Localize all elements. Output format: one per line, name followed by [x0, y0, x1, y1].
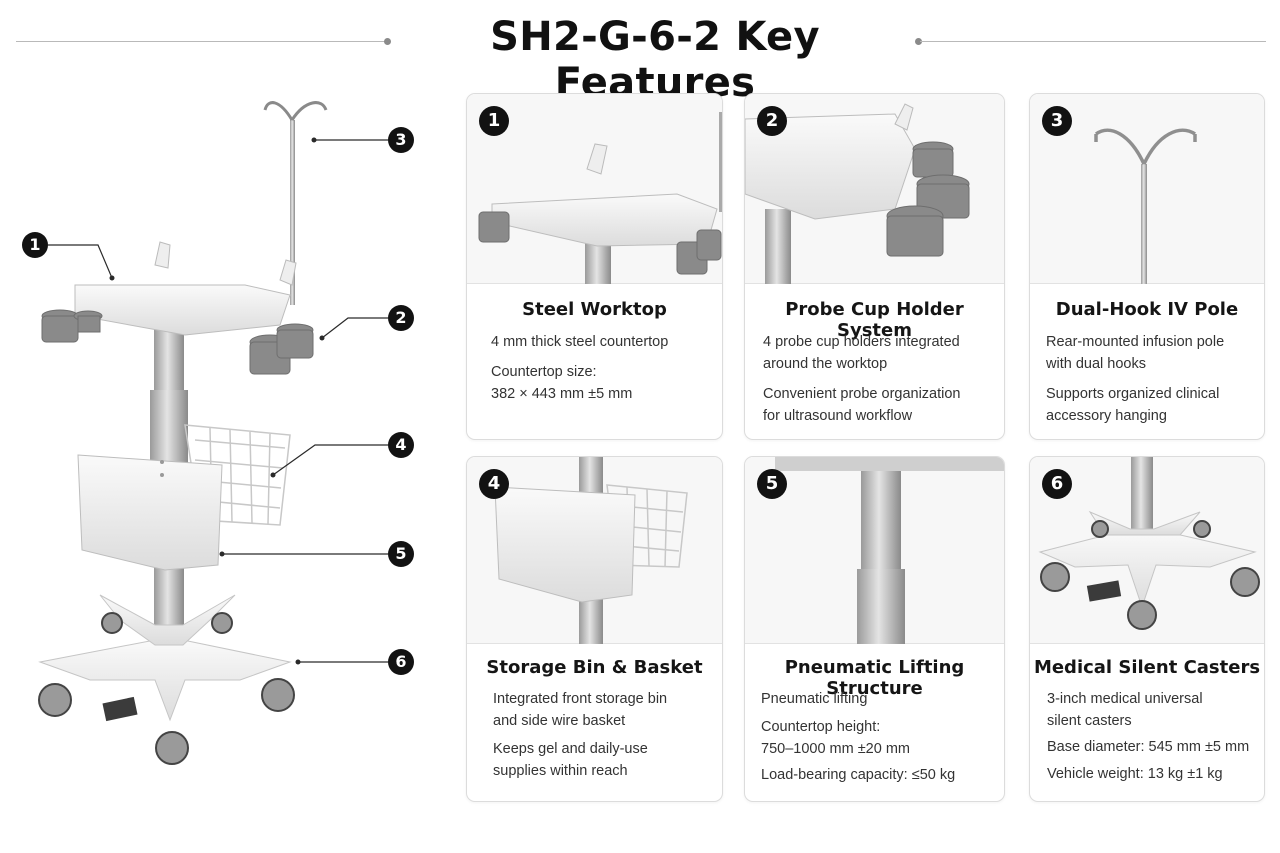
title-rule-dot-left	[384, 38, 391, 45]
feature-line: Load-bearing capacity: ≤50 kg	[761, 767, 956, 783]
feature-line: Vehicle weight: 13 kg ±1 kg	[1047, 766, 1223, 782]
feature-card-iv-pole: 3 Dual-Hook IV Pole Rear-mounted infusio…	[1029, 93, 1265, 440]
feature-badge: 3	[1042, 106, 1072, 136]
feature-badge: 5	[757, 469, 787, 499]
feature-card-probe-cup-holder: 2 Probe Cup Holder System 4 probe cup ho…	[744, 93, 1005, 440]
feature-image-storage-bin	[467, 457, 722, 644]
feature-card-casters: 6 Medical Silent Casters 3-inch medical …	[1029, 456, 1265, 802]
feature-badge: 4	[479, 469, 509, 499]
page-title: SH2-G-6-2 Key Features	[490, 14, 820, 106]
feature-title: Medical Silent Casters	[1033, 657, 1261, 678]
feature-line: Pneumatic lifting	[761, 691, 868, 707]
callout-badge-1: 1	[22, 232, 48, 258]
feature-title: Steel Worktop	[522, 299, 667, 320]
feature-title: Dual-Hook IV Pole	[1055, 299, 1239, 320]
cart-illustration: 1 3 2 4 5 6	[0, 80, 460, 853]
feature-badge: 6	[1042, 469, 1072, 499]
feature-card-steel-worktop: 1 Steel Worktop 4 mm thick steel counter…	[466, 93, 723, 440]
feature-image-worktop	[467, 94, 722, 284]
feature-badge: 2	[757, 106, 787, 136]
feature-line: Rear-mounted infusion pole with dual hoo…	[1046, 334, 1225, 372]
callout-badge-4: 4	[388, 432, 414, 458]
title-rule-left	[16, 41, 386, 42]
feature-line: 4 probe cup holders integrated around th…	[763, 334, 960, 372]
feature-line: Countertop height: 750–1000 mm ±20 mm	[761, 719, 911, 757]
feature-title: Pneumatic Lifting Structure	[784, 657, 965, 699]
feature-line: Supports organized clinical accessory ha…	[1046, 386, 1220, 424]
feature-line: Base diameter: 545 mm ±5 mm	[1047, 739, 1250, 755]
feature-card-pneumatic-lifting: 5 Pneumatic Lifting Structure Pneumatic …	[744, 456, 1005, 802]
feature-card-storage-bin: 4 Storage Bin & Basket Integrated front …	[466, 456, 723, 802]
callout-badge-5: 5	[388, 541, 414, 567]
feature-line: Countertop size: 382 × 443 mm ±5 mm	[491, 364, 633, 402]
callout-badge-3: 3	[388, 127, 414, 153]
feature-line: Convenient probe organization for ultras…	[763, 386, 961, 424]
feature-image-probe-cups	[745, 94, 1004, 284]
title-row: SH2-G-6-2 Key Features	[0, 0, 1280, 106]
feature-line: 4 mm thick steel countertop	[491, 334, 669, 350]
feature-badge: 1	[479, 106, 509, 136]
ultrasound-cart-image	[38, 101, 388, 765]
feature-title: Probe Cup Holder System	[785, 299, 964, 341]
title-rule-dot-right	[915, 38, 922, 45]
feature-line: Integrated front storage bin and side wi…	[493, 691, 668, 729]
feature-title: Storage Bin & Basket	[486, 657, 703, 678]
title-rule-right	[920, 41, 1266, 42]
callout-badge-2: 2	[388, 305, 414, 331]
feature-image-lifting-column	[745, 457, 1004, 644]
callout-badge-6: 6	[388, 649, 414, 675]
feature-line: 3-inch medical universal silent casters	[1047, 691, 1203, 729]
feature-line: Keeps gel and daily-use supplies within …	[493, 741, 648, 779]
